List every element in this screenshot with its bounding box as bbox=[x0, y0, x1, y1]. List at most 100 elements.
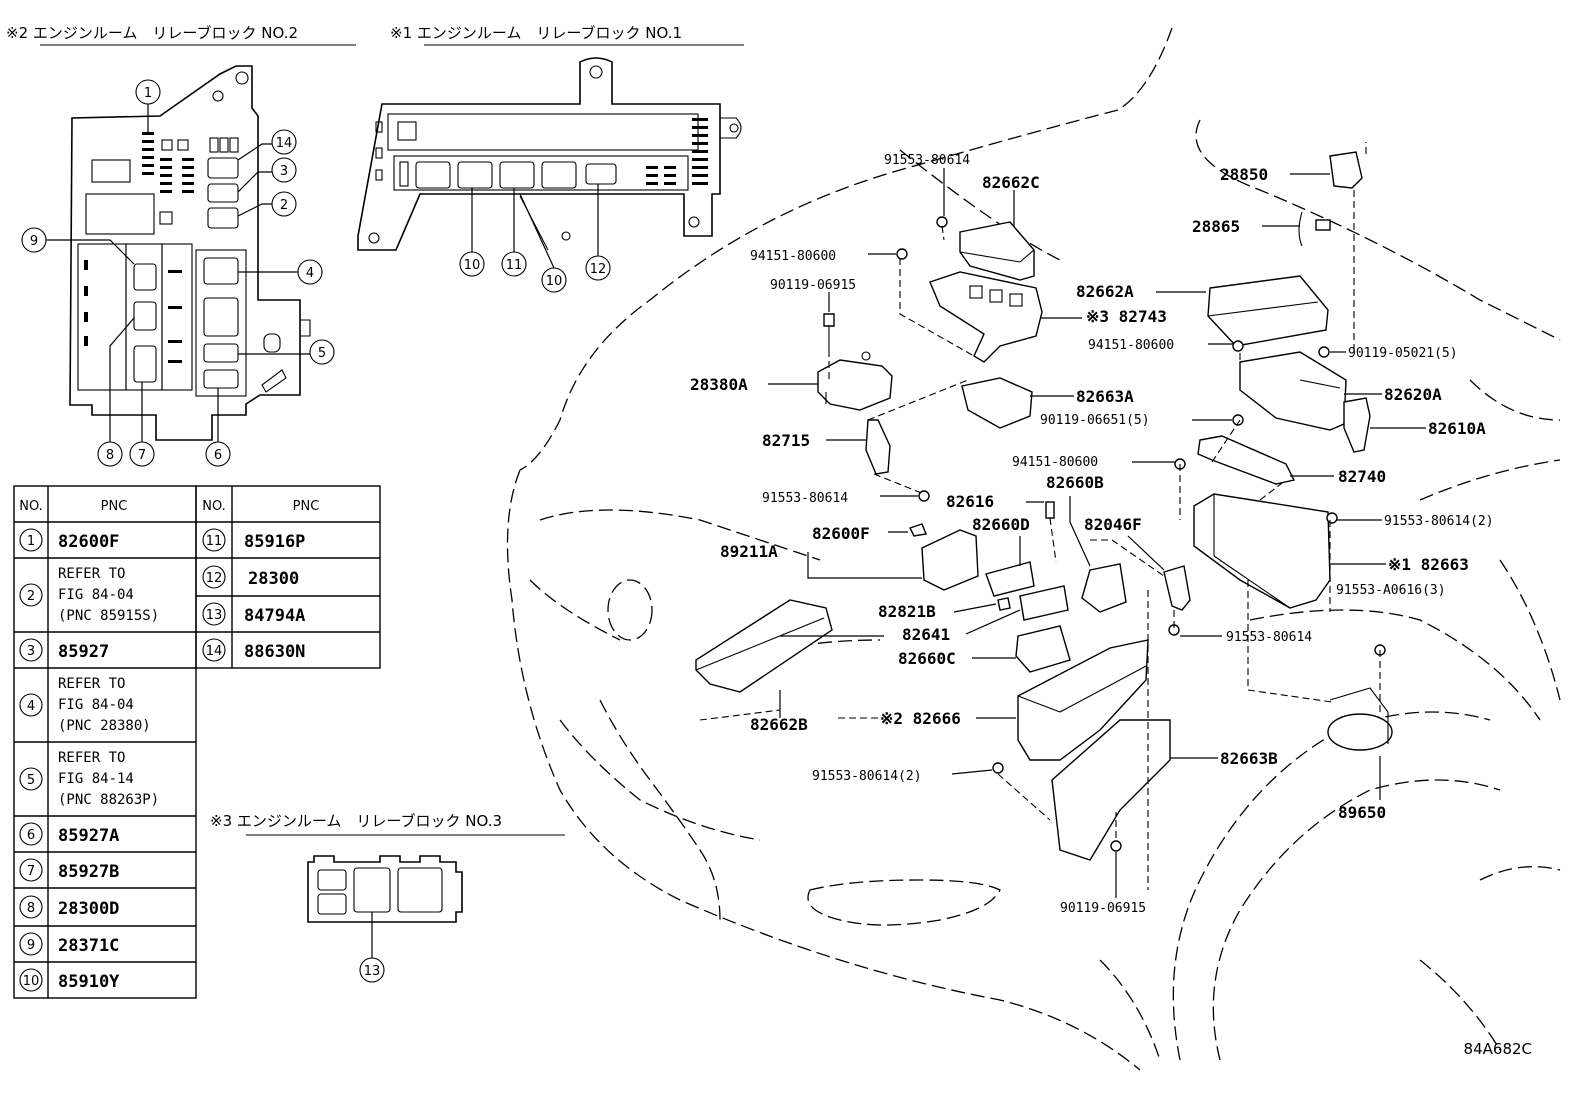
part-label: 82715 bbox=[762, 431, 810, 450]
svg-text:REFER TO: REFER TO bbox=[58, 676, 125, 692]
part-label: 82620A bbox=[1384, 385, 1442, 404]
part-label: 90119-06915 bbox=[1060, 901, 1146, 916]
table-row: 7 85927B bbox=[19, 858, 119, 882]
svg-text:85927: 85927 bbox=[58, 642, 109, 662]
table-row: 4 REFER TO FIG 84-04 (PNC 28380) bbox=[19, 676, 151, 734]
part-label: 82610A bbox=[1428, 419, 1486, 438]
part-label: 94151-80600 bbox=[1012, 455, 1098, 470]
svg-text:6: 6 bbox=[214, 448, 222, 463]
col-header-no: NO. bbox=[19, 499, 43, 514]
relay-block-2-drawing bbox=[69, 65, 311, 441]
relay-block-1-drawing bbox=[357, 57, 742, 251]
svg-text:88630N: 88630N bbox=[244, 642, 305, 662]
svg-text:11: 11 bbox=[206, 534, 223, 549]
col-header-pnc: PNC bbox=[101, 499, 128, 514]
relay-block-3-drawing bbox=[307, 855, 463, 923]
svg-text:10: 10 bbox=[546, 274, 563, 289]
table-row: 5 REFER TO FIG 84-14 (PNC 88263P) bbox=[19, 750, 159, 808]
col-header-no-2: NO. bbox=[202, 499, 226, 514]
svg-text:2: 2 bbox=[27, 589, 35, 604]
relay-block-2-callouts: 1 14 3 2 9 4 5 8 7 6 bbox=[21, 79, 335, 467]
part-label: ※3 82743 bbox=[1086, 307, 1167, 326]
part-label: 91553-80614 bbox=[762, 491, 848, 506]
part-label: 82663B bbox=[1220, 749, 1278, 768]
svg-text:12: 12 bbox=[590, 262, 607, 277]
svg-text:10: 10 bbox=[23, 974, 40, 989]
svg-text:3: 3 bbox=[280, 164, 288, 179]
svg-text:(PNC 28380): (PNC 28380) bbox=[58, 718, 151, 734]
part-label: 90119-06915 bbox=[770, 278, 856, 293]
table-row: 12 28300 bbox=[202, 565, 299, 589]
svg-text:28300: 28300 bbox=[248, 569, 299, 589]
svg-text:13: 13 bbox=[206, 608, 223, 623]
svg-text:12: 12 bbox=[206, 571, 223, 586]
svg-text:14: 14 bbox=[276, 136, 293, 151]
svg-text:1: 1 bbox=[144, 86, 152, 101]
svg-text:(PNC 88263P): (PNC 88263P) bbox=[58, 792, 159, 808]
part-label: 91553-80614(2) bbox=[812, 769, 922, 784]
part-label: 82821B bbox=[878, 602, 936, 621]
relay-block-3-callouts: 13 bbox=[359, 912, 385, 983]
svg-text:3: 3 bbox=[27, 644, 35, 659]
part-label: 82641 bbox=[902, 625, 950, 644]
part-label: 91553-80614(2) bbox=[1384, 514, 1494, 529]
svg-text:9: 9 bbox=[27, 938, 35, 953]
svg-text:7: 7 bbox=[27, 864, 35, 879]
relay-block-2-header: ※2 エンジンルーム リレーブロック NO.2 bbox=[6, 24, 298, 42]
part-label: 90119-05021(5) bbox=[1348, 346, 1458, 361]
svg-text:REFER TO: REFER TO bbox=[58, 750, 125, 766]
part-label: 94151-80600 bbox=[750, 249, 836, 264]
part-label: 82662A bbox=[1076, 282, 1134, 301]
svg-text:10: 10 bbox=[464, 258, 481, 273]
part-label: 28850 bbox=[1220, 165, 1268, 184]
svg-text:9: 9 bbox=[30, 234, 38, 249]
relay-block-1-header: ※1 エンジンルーム リレーブロック NO.1 bbox=[390, 24, 682, 42]
svg-text:85916P: 85916P bbox=[244, 532, 305, 552]
svg-text:4: 4 bbox=[27, 699, 35, 714]
part-label: 82046F bbox=[1084, 515, 1142, 534]
svg-text:13: 13 bbox=[364, 964, 381, 979]
part-label: ※1 82663 bbox=[1388, 555, 1469, 574]
part-label: 82616 bbox=[946, 492, 994, 511]
table-row: 6 85927A bbox=[19, 822, 119, 846]
svg-text:5: 5 bbox=[318, 346, 326, 361]
svg-text:85927B: 85927B bbox=[58, 862, 119, 882]
svg-text:85927A: 85927A bbox=[58, 826, 119, 846]
table-row: 8 28300D bbox=[19, 895, 119, 919]
part-label: 91553-80614 bbox=[1226, 630, 1312, 645]
part-label: 94151-80600 bbox=[1088, 338, 1174, 353]
pnc-table: NO. PNC NO. PNC 1 82600F 2 REFER TO FIG … bbox=[13, 485, 381, 999]
vehicle-outline bbox=[506, 27, 1561, 1071]
part-label: 89650 bbox=[1338, 803, 1386, 822]
svg-text:85910Y: 85910Y bbox=[58, 972, 120, 992]
svg-text:FIG 84-04: FIG 84-04 bbox=[58, 697, 134, 713]
svg-text:82600F: 82600F bbox=[58, 532, 119, 552]
table-row: 13 84794A bbox=[202, 602, 305, 626]
part-labels: 91553-80614 82662C 28850 28865 94151-806… bbox=[690, 153, 1494, 916]
part-label: 89211A bbox=[720, 542, 778, 561]
svg-text:14: 14 bbox=[206, 644, 223, 659]
svg-text:4: 4 bbox=[306, 266, 314, 281]
table-row: 3 85927 bbox=[19, 638, 109, 662]
part-label: 82740 bbox=[1338, 467, 1386, 486]
table-row: 10 85910Y bbox=[19, 968, 120, 992]
part-label: 28865 bbox=[1192, 217, 1240, 236]
table-row: 11 85916P bbox=[202, 528, 305, 552]
part-label: 82660C bbox=[898, 649, 956, 668]
svg-text:7: 7 bbox=[138, 448, 146, 463]
table-row: 14 88630N bbox=[202, 638, 305, 662]
table-row: 1 82600F bbox=[19, 528, 119, 552]
svg-text:84794A: 84794A bbox=[244, 606, 305, 626]
figure-id: 84A682C bbox=[1464, 1040, 1532, 1058]
svg-text:FIG 84-14: FIG 84-14 bbox=[58, 771, 134, 787]
part-label: 91553-80614 bbox=[884, 153, 970, 168]
part-label: 82600F bbox=[812, 524, 870, 543]
svg-text:6: 6 bbox=[27, 828, 35, 843]
svg-text:28300D: 28300D bbox=[58, 899, 119, 919]
connection-dashes bbox=[699, 142, 1381, 890]
svg-text:(PNC 85915S): (PNC 85915S) bbox=[58, 608, 159, 624]
svg-text:8: 8 bbox=[106, 448, 114, 463]
part-label: ※2 82666 bbox=[880, 709, 961, 728]
part-label: 82663A bbox=[1076, 387, 1134, 406]
